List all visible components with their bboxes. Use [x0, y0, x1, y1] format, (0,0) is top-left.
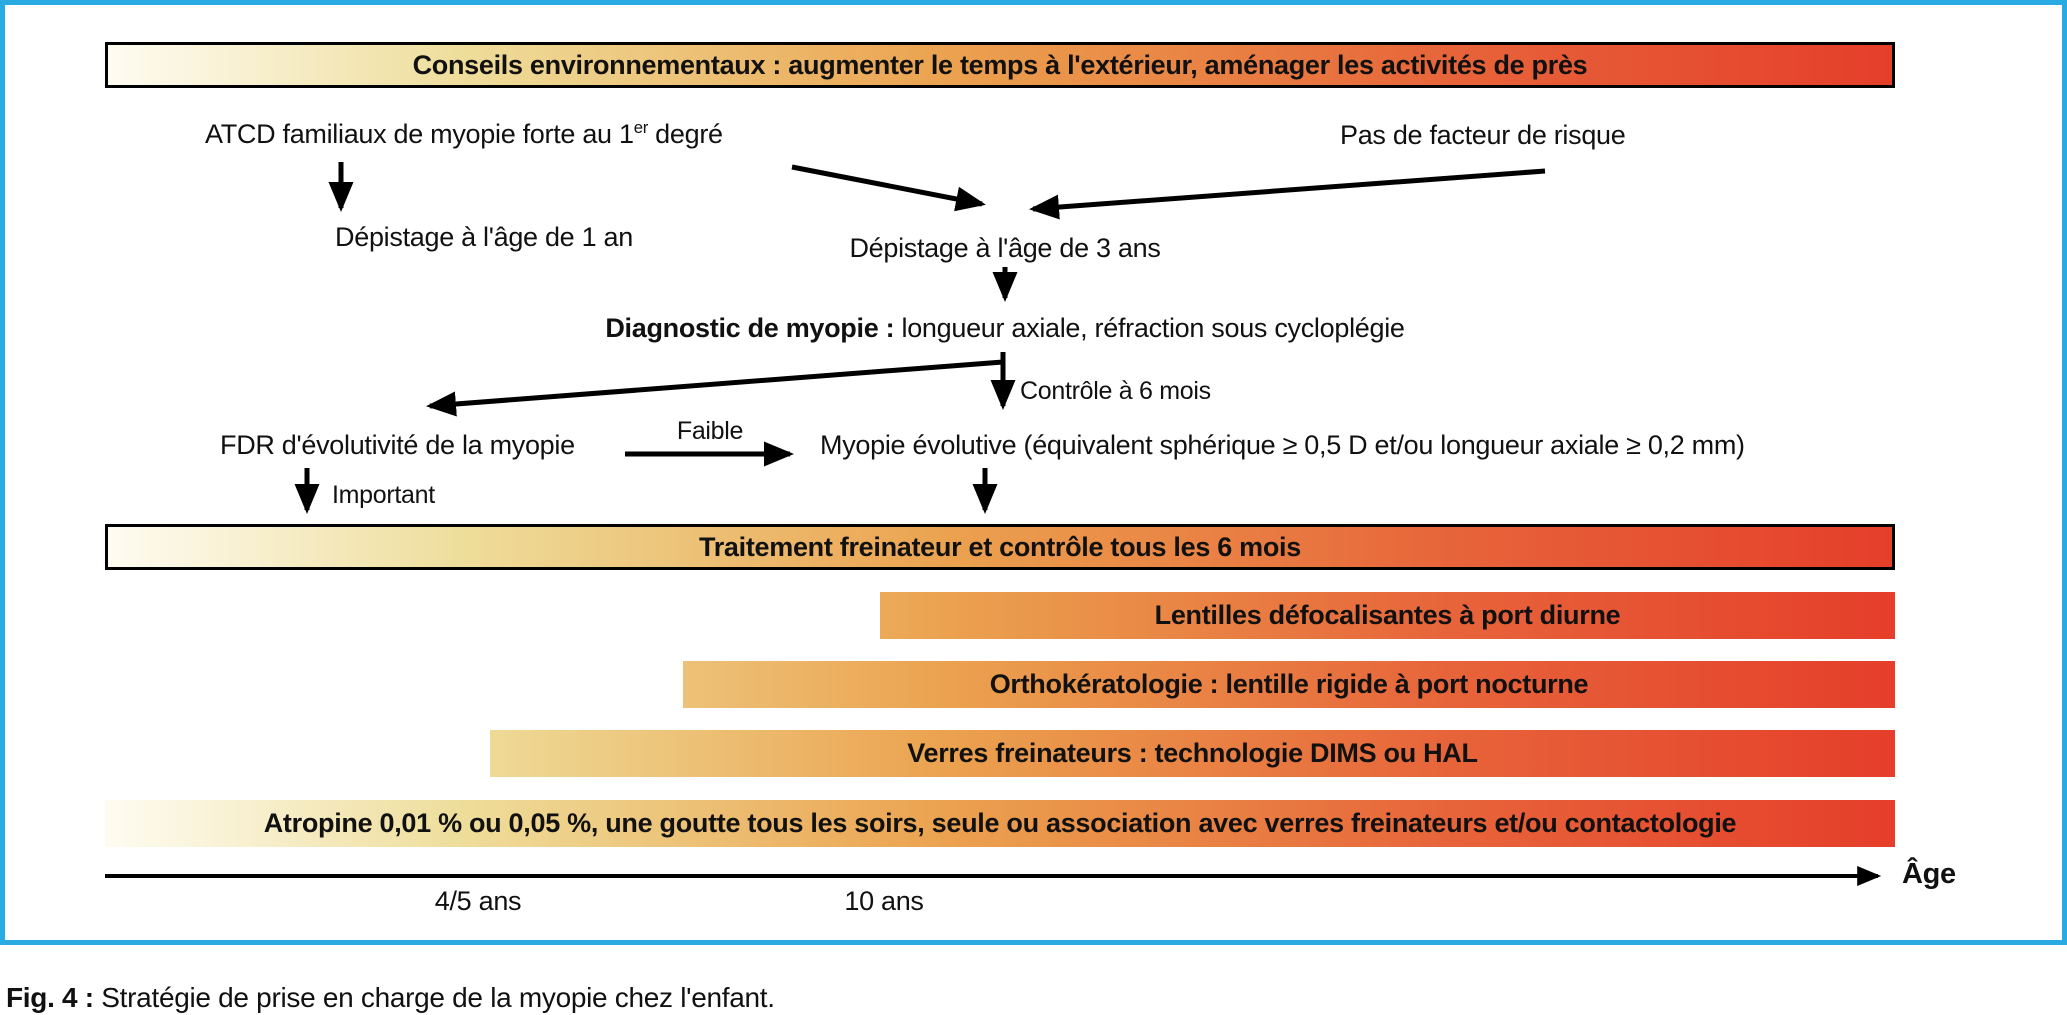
label-important: Important [332, 481, 435, 509]
node-screening-3yr: Dépistage à l'âge de 3 ans [849, 233, 1161, 263]
node-family-history: ATCD familiaux de myopie forte au 1er de… [205, 118, 723, 150]
label-control-6-months: Contrôle à 6 mois [1020, 377, 1211, 405]
axis-tick-10-ans: 10 ans [844, 886, 924, 916]
axis-tick-4-5-ans: 4/5 ans [434, 886, 522, 916]
family-history-sup: er [633, 118, 649, 137]
node-no-risk-factor: Pas de facteur de risque [1340, 120, 1626, 150]
diagnosis-rest: longueur axiale, réfraction sous cyclopl… [894, 313, 1405, 343]
bar-control-spectacles: Verres freinateurs : technologie DIMS ou… [490, 730, 1895, 777]
label-low: Faible [676, 417, 744, 445]
family-history-suffix: degré [647, 119, 723, 149]
banner-treatment: Traitement freinateur et contrôle tous l… [105, 524, 1895, 570]
banner-environmental-advice-label: Conseils environnementaux : augmenter le… [412, 49, 1588, 80]
diagnosis-bold: Diagnostic de myopie : [605, 313, 895, 343]
figure-caption: Fig. 4 : Stratégie de prise en charge de… [6, 982, 775, 1014]
figure-frame [0, 0, 2067, 945]
bar-control-spectacles-label: Verres freinateurs : technologie DIMS ou… [907, 738, 1478, 768]
axis-label-age: Âge [1902, 858, 1956, 890]
node-diagnosis: Diagnostic de myopie : longueur axiale, … [505, 313, 1505, 344]
bar-defocus-lenses: Lentilles défocalisantes à port diurne [880, 592, 1895, 639]
family-history-text: ATCD familiaux de myopie forte au 1 [205, 119, 634, 149]
node-screening-1yr: Dépistage à l'âge de 1 an [335, 222, 633, 252]
node-evolutive-myopia: Myopie évolutive (équivalent sphérique ≥… [820, 430, 1745, 460]
bar-atropine: Atropine 0,01 % ou 0,05 %, une goutte to… [105, 800, 1895, 847]
bar-defocus-lenses-label: Lentilles défocalisantes à port diurne [1154, 600, 1621, 630]
banner-environmental-advice: Conseils environnementaux : augmenter le… [105, 42, 1895, 88]
banner-treatment-label: Traitement freinateur et contrôle tous l… [699, 531, 1301, 562]
figure-caption-label: Fig. 4 : [6, 982, 94, 1013]
bar-atropine-label: Atropine 0,01 % ou 0,05 %, une goutte to… [263, 808, 1737, 838]
bar-orthokeratology-label: Orthokératologie : lentille rigide à por… [989, 669, 1589, 699]
figure-caption-text: Stratégie de prise en charge de la myopi… [93, 982, 775, 1013]
bar-orthokeratology: Orthokératologie : lentille rigide à por… [683, 661, 1895, 708]
node-fdr-evolutivity: FDR d'évolutivité de la myopie [220, 430, 575, 460]
